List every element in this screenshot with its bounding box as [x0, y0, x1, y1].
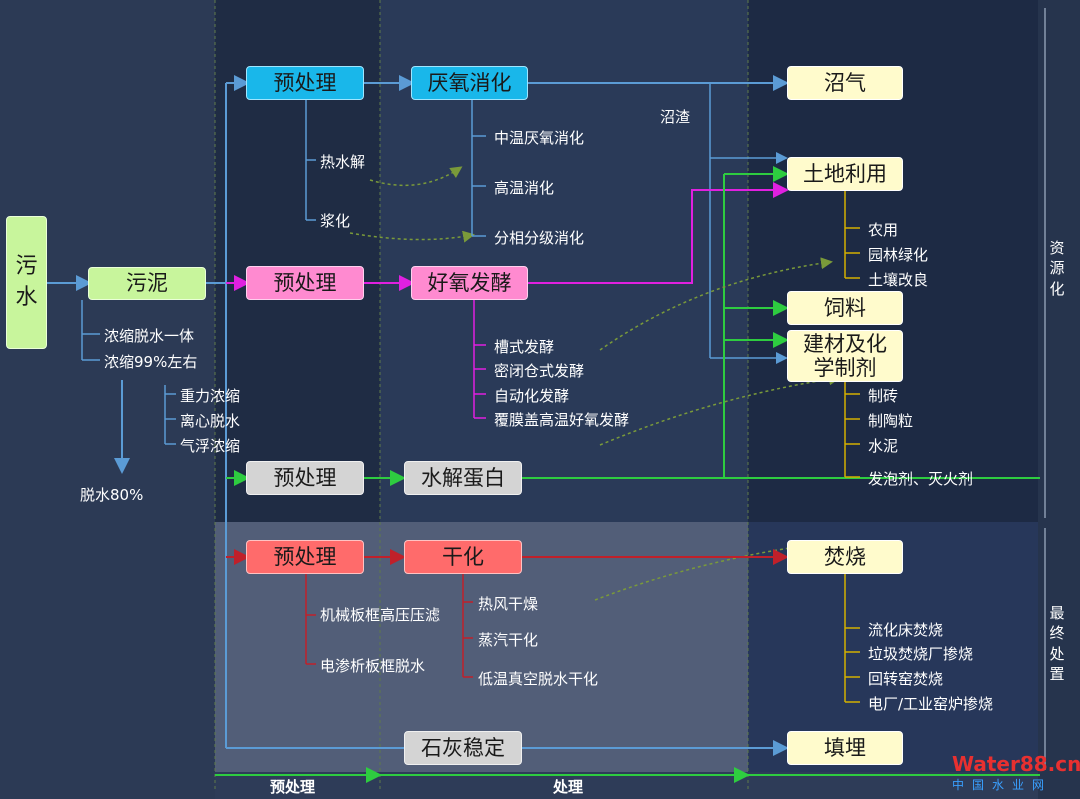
- foaming-agent-label: 发泡剂、灭火剂: [868, 470, 974, 488]
- watermark-cn: 中国水业网: [952, 778, 1053, 792]
- pretreatment-drying-box: 预处理: [246, 540, 364, 574]
- mesophilic-label: 中温厌氧消化: [494, 129, 585, 147]
- band-left: [0, 0, 215, 799]
- soil-improvement-label: 土壤改良: [868, 271, 929, 289]
- thermal-hydrolysis-label: 热水解: [320, 153, 366, 171]
- gravity-thickening-label: 重力浓缩: [180, 387, 241, 405]
- wastewater-box: 污水: [6, 216, 47, 349]
- agriculture-label: 农用: [868, 221, 899, 239]
- flotation-label: 气浮浓缩: [180, 437, 241, 455]
- enclosed-label: 密闭仓式发酵: [494, 362, 585, 380]
- dewatering-80-label: 脱水80%: [80, 486, 144, 504]
- drying-box: 干化: [404, 540, 522, 574]
- anaerobic-digestion-box: 厌氧消化: [411, 66, 528, 100]
- thickening-99-label: 浓缩99%左右: [104, 353, 198, 371]
- vacuum-drying-label: 低温真空脱水干化: [478, 670, 599, 688]
- aerobic-fermentation-box: 好氧发酵: [411, 266, 528, 300]
- membrane-label: 覆膜盖高温好氧发酵: [494, 411, 630, 429]
- steam-drying-label: 蒸汽干化: [478, 631, 539, 649]
- power-plant-label: 电厂/工业窑炉掺烧: [868, 695, 994, 713]
- bottom-pretreatment-label: 预处理: [270, 778, 316, 796]
- band-bottom: [215, 772, 1038, 799]
- resource-utilization-label: 资源化: [1049, 239, 1065, 298]
- sludge-box: 污泥: [88, 267, 206, 300]
- biogas-residue-label: 沼渣: [660, 108, 691, 126]
- windrow-label: 槽式发酵: [494, 338, 555, 356]
- watermark-brand: Water88.cn: [952, 752, 1080, 776]
- lime-stabilization-box: 石灰稳定: [404, 731, 522, 765]
- landfill-box: 填埋: [787, 731, 903, 765]
- landscaping-label: 园林绿化: [868, 246, 929, 264]
- plate-press-label: 机械板框高压压滤: [320, 606, 441, 624]
- electroosmosis-label: 电渗析板框脱水: [320, 657, 426, 675]
- biogas-box: 沼气: [787, 66, 903, 100]
- cement-label: 水泥: [868, 437, 899, 455]
- ceramsite-label: 制陶粒: [868, 412, 914, 430]
- protein-hydrolysis-box: 水解蛋白: [404, 461, 522, 495]
- pretreatment-anaerobic-box: 预处理: [246, 66, 364, 100]
- automated-label: 自动化发酵: [494, 387, 570, 405]
- rotary-kiln-label: 回转窑焚烧: [868, 670, 944, 688]
- waste-coincineration-label: 垃圾焚烧厂掺烧: [868, 645, 974, 663]
- hot-air-drying-label: 热风干燥: [478, 595, 539, 613]
- land-use-box: 土地利用: [787, 157, 903, 191]
- pretreatment-aerobic-box: 预处理: [246, 266, 364, 300]
- phased-digestion-label: 分相分级消化: [494, 229, 585, 247]
- centrifugal-label: 离心脱水: [180, 412, 241, 430]
- brick-label: 制砖: [868, 387, 899, 405]
- thermophilic-label: 高温消化: [494, 179, 555, 197]
- fluidized-bed-label: 流化床焚烧: [868, 621, 944, 639]
- pretreatment-hydrolysis-box: 预处理: [246, 461, 364, 495]
- thickening-dewatering-label: 浓缩脱水一体: [104, 327, 195, 345]
- final-disposal-label: 最终处置: [1049, 604, 1065, 683]
- feed-box: 饲料: [787, 291, 903, 325]
- incineration-box: 焚烧: [787, 540, 903, 574]
- building-materials-box: 建材及化学制剂: [787, 330, 903, 382]
- bottom-treatment-label: 处理: [553, 778, 584, 796]
- slurry-label: 浆化: [320, 212, 351, 230]
